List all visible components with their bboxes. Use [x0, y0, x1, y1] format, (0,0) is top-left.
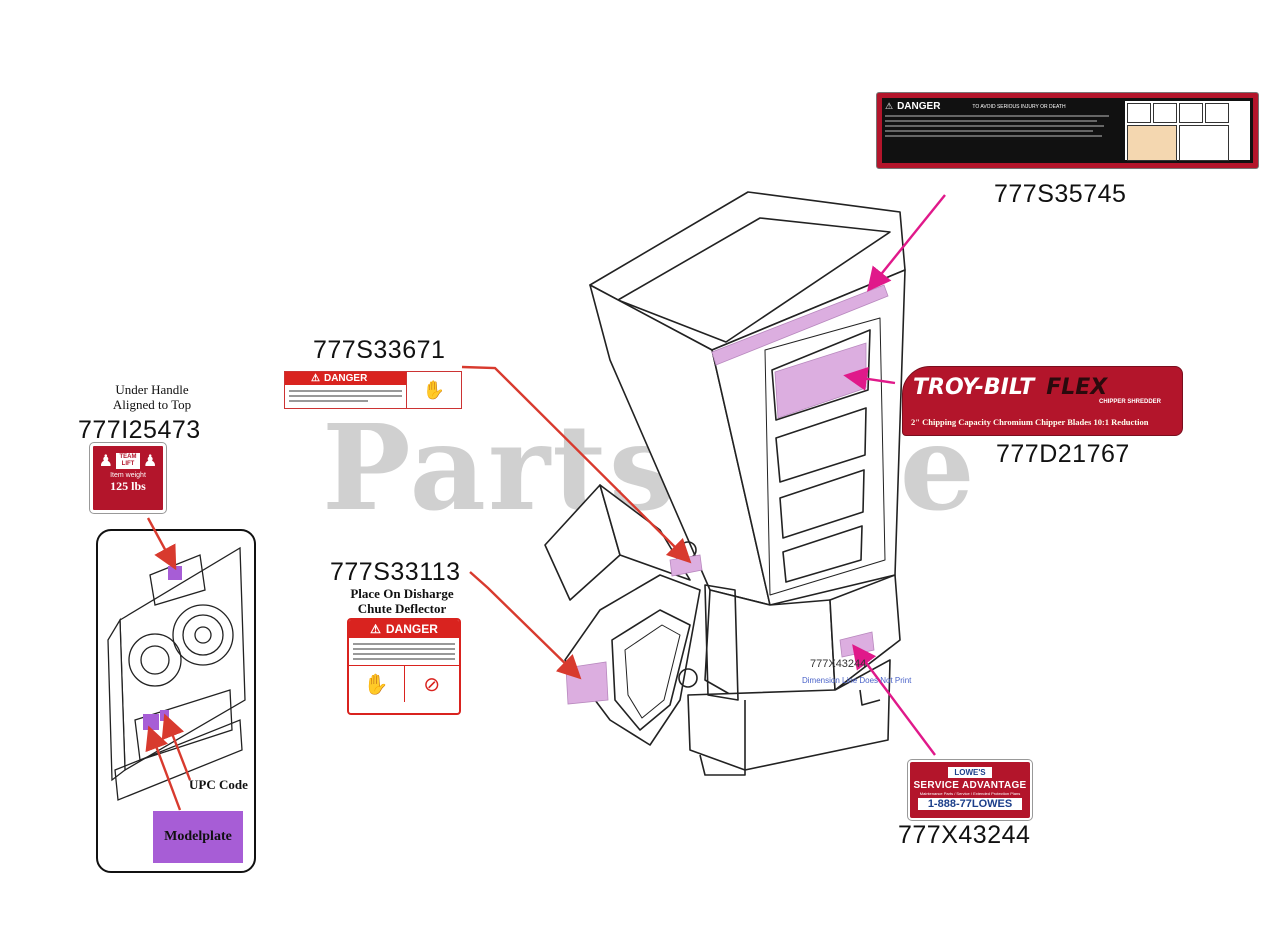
decal-777S33671: ⚠ DANGER ✋: [284, 371, 462, 409]
hand-hazard-icon: ✋: [349, 666, 405, 702]
product-subtitle: CHIPPER SHREDDER: [1099, 399, 1162, 405]
placement-note-777S33113: Place On Disharge Chute Deflector: [337, 586, 467, 616]
decal-777I25473: ♟ TEAM LIFT ♟ Item weight 125 lbs: [89, 442, 167, 514]
lowes-logo: LOWE'S: [948, 767, 992, 778]
part-number-777D21767: 777D21767: [996, 440, 1130, 468]
note-line: Place On Disharge: [350, 586, 454, 601]
warning-triangle-icon: ⚠: [885, 101, 894, 111]
upc-code-label: UPC Code: [189, 777, 248, 792]
service-subtitle: Maintenance Parts / Service / Extended P…: [919, 791, 1021, 796]
modelplate-box: Modelplate: [153, 811, 243, 863]
part-number-777S33113: 777S33113: [330, 558, 461, 586]
danger-word: DANGER: [323, 373, 368, 384]
danger-word: DANGER: [897, 101, 941, 112]
service-phone: 1-888-77LOWES: [918, 798, 1022, 810]
placeholder-777S33113: [565, 661, 609, 705]
weight-value: 125 lbs: [110, 479, 146, 493]
dimension-line-note: Dimension Line Does Not Print: [802, 676, 912, 685]
person-lifting-icon: ♟: [143, 453, 158, 470]
note-line: Under Handle: [115, 382, 189, 397]
decal-777S35745: ⚠ DANGER TO AVOID SERIOUS INJURY OR DEAT…: [876, 92, 1259, 169]
callout-arrows: [145, 194, 946, 811]
decal-777X43244: LOWE'S SERVICE ADVANTAGE Maintenance Par…: [907, 759, 1033, 821]
part-number-777S33671: 777S33671: [313, 336, 446, 364]
pictogram-icon: [1153, 103, 1177, 123]
pictogram-icon: [1179, 125, 1229, 161]
upc-modelplate-inset: [96, 529, 256, 873]
pictogram-icon: [1127, 103, 1151, 123]
danger-title: TO AVOID SERIOUS INJURY OR DEATH: [972, 103, 1066, 110]
modelplate-label: Modelplate: [164, 829, 232, 844]
danger-word: DANGER: [385, 622, 438, 636]
placeholder-777S35745: [711, 284, 889, 366]
warning-triangle-icon: ⚠: [311, 373, 320, 384]
hand-hazard-icon: ✋: [406, 372, 461, 408]
troybilt-logo: TROY-BILT: [913, 375, 1035, 400]
pictogram-icon: [1205, 103, 1229, 123]
pictogram-icon: [1127, 125, 1177, 161]
warning-triangle-icon: ⚠: [370, 622, 381, 636]
flex-logo: FLEX: [1046, 375, 1108, 400]
part-number-777I25473: 777I25473: [78, 416, 201, 444]
placement-note-777I25473: Under Handle Aligned to Top: [88, 382, 216, 412]
spec-strip: 2" Chipping Capacity Chromium Chipper Bl…: [911, 417, 1149, 427]
team-lift-text: TEAM LIFT: [116, 453, 140, 469]
note-line: Chute Deflector: [357, 601, 447, 616]
person-lifting-icon: ♟: [98, 453, 113, 470]
no-hands-icon: ⊘: [423, 673, 441, 696]
decal-777D21767: TROY-BILT FLEX CHIPPER SHREDDER 2" Chipp…: [902, 366, 1183, 436]
pictogram-icon: [1179, 103, 1203, 123]
note-line: Aligned to Top: [112, 397, 192, 412]
service-advantage-title: SERVICE ADVANTAGE: [913, 780, 1027, 791]
decal-777S33113: ⚠ DANGER ✋ ⊘: [347, 618, 461, 715]
machine-label-777X43244: 777X43244: [810, 658, 867, 670]
fine-print-lines: [885, 115, 1121, 137]
part-number-777X43244: 777X43244: [898, 821, 1031, 849]
decal-placeholders: [565, 284, 889, 705]
part-number-777S35745: 777S35745: [994, 180, 1127, 208]
item-weight-text: Item weight: [110, 472, 146, 479]
